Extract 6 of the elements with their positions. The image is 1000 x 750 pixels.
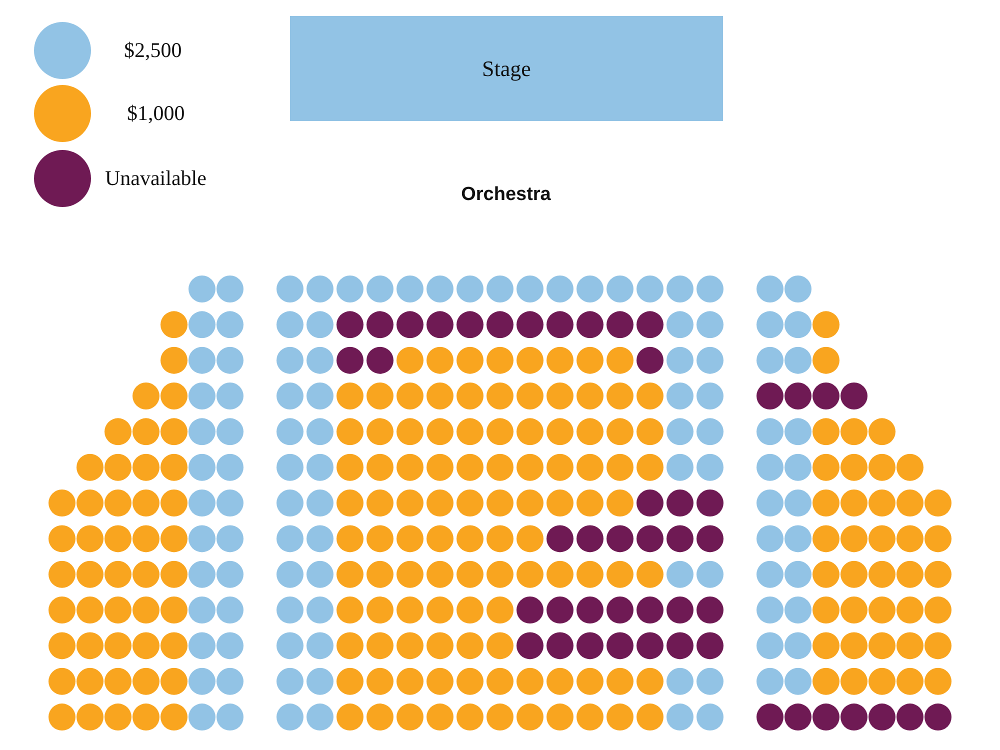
legend-label: $2,500 bbox=[124, 38, 182, 63]
legend-label: $1,000 bbox=[127, 101, 185, 126]
stage-label: Stage bbox=[482, 56, 531, 82]
section-title: Orchestra bbox=[460, 184, 552, 206]
legend-label: Unavailable bbox=[105, 166, 206, 191]
stage-box bbox=[290, 16, 723, 121]
